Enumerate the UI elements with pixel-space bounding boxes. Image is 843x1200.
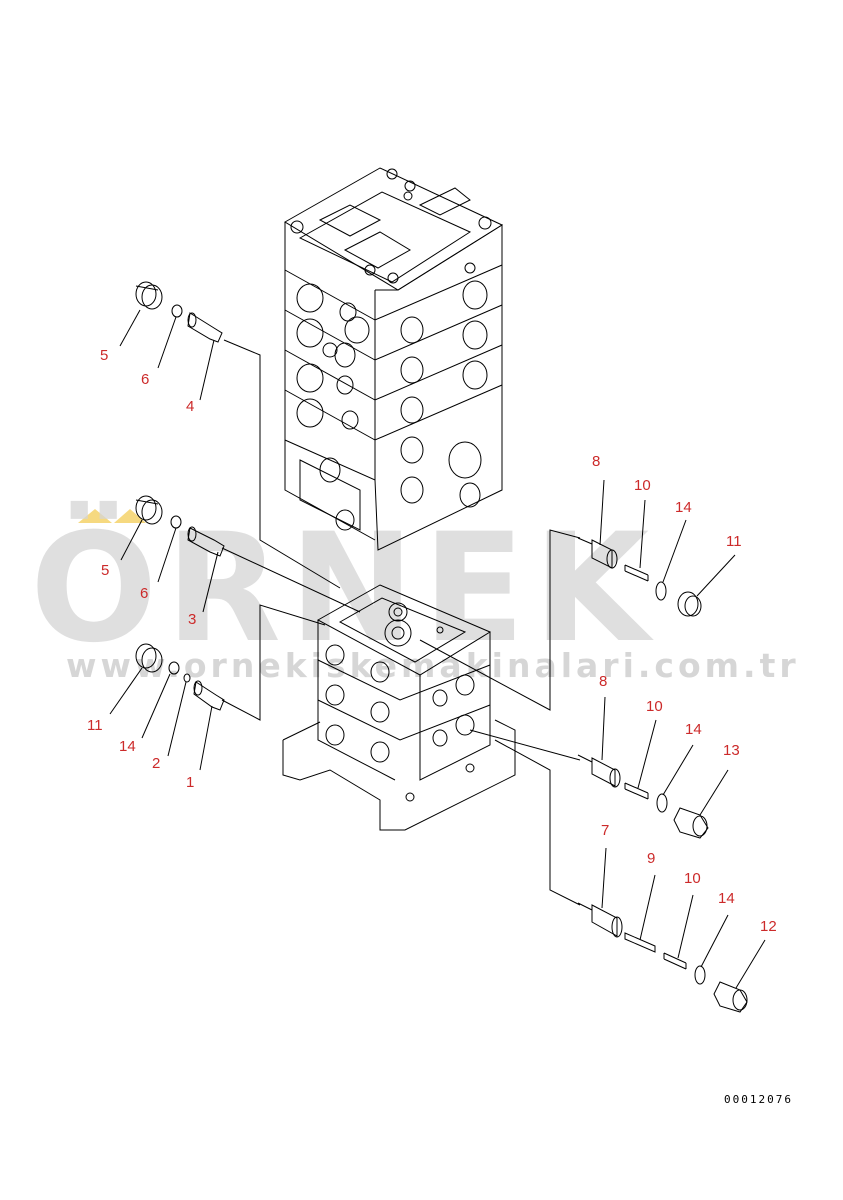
callout-14: 14 bbox=[675, 499, 692, 516]
lower-valve-block bbox=[282, 584, 516, 831]
o-ring-14c bbox=[656, 793, 668, 813]
fitting-3 bbox=[187, 526, 225, 557]
plug-part-5a bbox=[135, 281, 163, 310]
watermark-accent-icon bbox=[78, 509, 112, 523]
callout-14: 14 bbox=[685, 721, 702, 738]
plug-12 bbox=[713, 981, 748, 1013]
upper-valve-block bbox=[284, 167, 504, 551]
callout-9: 9 bbox=[647, 850, 655, 867]
spring-10b bbox=[624, 782, 649, 800]
callout-14: 14 bbox=[119, 738, 136, 755]
fitting-4 bbox=[187, 312, 223, 343]
o-ring-14b bbox=[655, 581, 667, 601]
spool-9 bbox=[624, 932, 656, 953]
callout-10: 10 bbox=[634, 477, 651, 494]
fitting-1 bbox=[193, 680, 225, 711]
callout-6: 6 bbox=[140, 585, 148, 602]
valve-8a bbox=[577, 537, 618, 569]
drawing-number: 00012076 bbox=[724, 1093, 793, 1106]
callout-10: 10 bbox=[684, 870, 701, 887]
callout-3: 3 bbox=[188, 611, 196, 628]
callout-14: 14 bbox=[718, 890, 735, 907]
callout-11: 11 bbox=[87, 717, 103, 734]
spring-10c bbox=[663, 952, 687, 970]
valve-8b bbox=[577, 754, 621, 788]
plug-13 bbox=[673, 807, 709, 839]
plug-11b bbox=[677, 591, 702, 617]
o-ring-14d bbox=[694, 965, 706, 985]
callout-11: 11 bbox=[726, 533, 742, 550]
callout-7: 7 bbox=[601, 822, 609, 839]
plug-part-11a bbox=[135, 643, 163, 673]
guide-lines bbox=[221, 339, 581, 906]
callout-8: 8 bbox=[599, 673, 607, 690]
callout-10: 10 bbox=[646, 698, 663, 715]
o-ring-2 bbox=[183, 673, 191, 683]
o-ring-6a bbox=[171, 304, 183, 318]
callout-13: 13 bbox=[723, 742, 740, 759]
callout-2: 2 bbox=[152, 755, 160, 772]
spring-10a bbox=[624, 564, 649, 582]
callout-1: 1 bbox=[186, 774, 194, 791]
o-ring-14a bbox=[168, 661, 180, 675]
callout-5: 5 bbox=[100, 347, 108, 364]
plug-part-5b bbox=[135, 495, 163, 525]
callout-8: 8 bbox=[592, 453, 600, 470]
callout-labels: 5 6 4 5 6 3 11 14 2 1 8 10 14 11 8 10 14… bbox=[87, 347, 777, 935]
callout-12: 12 bbox=[760, 918, 777, 935]
valve-7 bbox=[577, 902, 623, 938]
callout-leaders bbox=[109, 309, 766, 989]
callout-6: 6 bbox=[141, 371, 149, 388]
callout-5: 5 bbox=[101, 562, 109, 579]
watermark-accent-icon-2 bbox=[114, 509, 146, 523]
callout-4: 4 bbox=[186, 398, 194, 415]
